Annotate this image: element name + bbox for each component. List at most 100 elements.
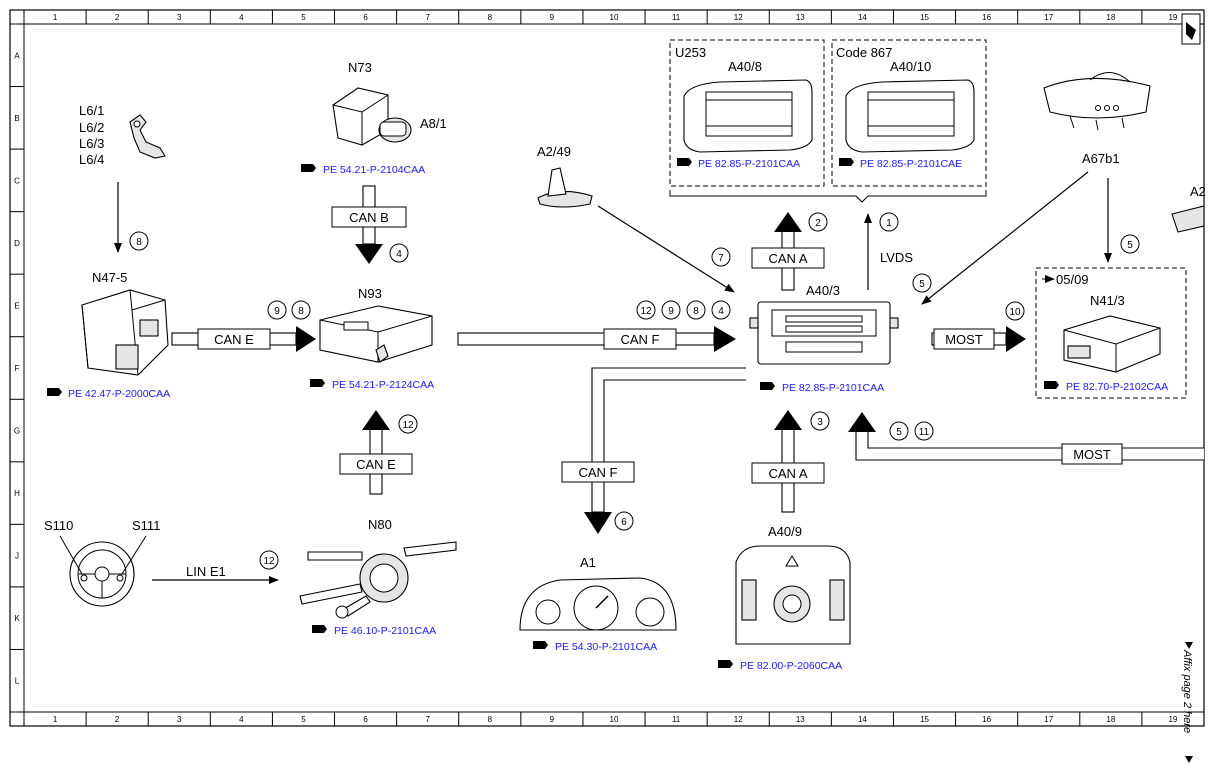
s110-leader	[59, 535, 83, 575]
can-f1-box	[603, 328, 677, 350]
n80-switch-assembly-icon	[299, 541, 457, 619]
callout-8-left: 8	[129, 231, 149, 251]
n73-ref: PE 54.21-P-2104CAA	[323, 164, 425, 176]
row-label: H	[14, 489, 20, 498]
a249-antenna-icon	[537, 167, 593, 208]
s110-label: S110	[44, 518, 73, 533]
svg-text:8: 8	[136, 237, 142, 248]
svg-text:4: 4	[396, 249, 402, 260]
svg-text:12: 12	[640, 306, 652, 317]
n73-ref-icon	[301, 164, 316, 172]
can-e2-box	[339, 453, 413, 475]
svg-text:12: 12	[263, 556, 275, 567]
can-e-vertical-arrow	[362, 410, 390, 495]
l6-3-label: L6/3	[79, 136, 104, 151]
can-f-horizontal-arrow	[457, 326, 736, 352]
a249-to-a403-line	[597, 205, 735, 293]
a409-ref: PE 82.00-P-2060CAA	[740, 660, 842, 672]
callout-5-most-return: 5	[889, 421, 909, 441]
column-label-bottom: 16	[982, 715, 991, 724]
column-label-bottom: 7	[425, 715, 430, 724]
callout-3-cana: 3	[810, 411, 830, 431]
n41-ref: PE 82.70-P-2102CAA	[1066, 381, 1168, 393]
a1-ref-icon	[533, 641, 548, 649]
column-label-bottom: 4	[239, 715, 244, 724]
l6-4-label: L6/4	[79, 152, 104, 167]
svg-text:12: 12	[402, 420, 414, 431]
ruler-ticks	[10, 10, 1205, 726]
n41-date: 05/09	[1056, 272, 1089, 287]
column-label-top: 7	[425, 13, 430, 22]
svg-text:5: 5	[1127, 240, 1133, 251]
column-label-top: 2	[115, 13, 120, 22]
most2-label: MOST	[1073, 447, 1111, 462]
svg-text:10: 10	[1009, 307, 1021, 318]
column-label-bottom: 6	[363, 715, 368, 724]
a40-8-display-icon	[683, 79, 813, 153]
row-label: G	[14, 427, 20, 436]
column-label-bottom: 1	[53, 715, 58, 724]
row-label: F	[15, 364, 20, 373]
can-a2-label: CAN A	[768, 466, 807, 481]
callout-8-canf: 8	[686, 300, 706, 320]
n93-module-icon	[319, 305, 433, 363]
column-label-bottom: 11	[672, 715, 681, 724]
column-label-top: 11	[672, 13, 681, 22]
column-label-bottom: 3	[177, 715, 182, 724]
n47-module-icon	[81, 289, 169, 376]
code867-sub-label: A40/10	[890, 59, 931, 74]
n73-ignition-switch-icon	[332, 87, 412, 146]
n47-ref: PE 42.47-P-2000CAA	[68, 388, 170, 400]
code867-label: Code 867	[836, 45, 892, 60]
a409-ref-icon	[718, 660, 733, 668]
s111-leader	[121, 535, 147, 575]
row-label: L	[15, 677, 20, 686]
a67b1-camera-icon	[1043, 72, 1151, 131]
most1-label: MOST	[945, 332, 983, 347]
most1-box	[933, 328, 995, 350]
can-f-elbow-arrow	[584, 367, 746, 534]
l6-1-label: L6/1	[79, 103, 104, 118]
can-f2-box	[561, 461, 635, 483]
can-f1-label: CAN F	[621, 332, 660, 347]
can-e1-label: CAN E	[214, 332, 254, 347]
n47-ref-icon	[47, 388, 62, 396]
display-group-brace	[669, 190, 987, 203]
column-label-top: 9	[550, 13, 555, 22]
callout-4-canb: 4	[389, 243, 409, 263]
column-label-top: 4	[239, 13, 244, 22]
n41-module-icon	[1063, 315, 1161, 373]
lvds-label: LVDS	[880, 250, 913, 265]
a67b1-label: A67b1	[1082, 151, 1120, 166]
drawing-frame	[9, 9, 1205, 727]
row-label: D	[14, 239, 20, 248]
column-label-bottom: 18	[1106, 715, 1115, 724]
svg-text:11: 11	[919, 427, 930, 438]
can-b-box	[331, 206, 407, 228]
svg-text:5: 5	[896, 427, 902, 438]
l6-sensor-icon	[129, 114, 166, 159]
row-label: E	[14, 301, 19, 310]
callout-9-cane: 9	[267, 300, 287, 320]
callout-10-most: 10	[1005, 301, 1025, 321]
svg-text:5: 5	[919, 279, 925, 290]
row-label: K	[14, 614, 20, 623]
affix-arrow-top-icon	[1185, 642, 1193, 649]
svg-text:8: 8	[693, 306, 699, 317]
a2-cut-label: A2	[1190, 184, 1206, 199]
callout-12-n80: 12	[398, 414, 418, 434]
column-label-top: 14	[858, 13, 867, 22]
n41-label: N41/3	[1090, 293, 1125, 308]
svg-text:8: 8	[298, 306, 304, 317]
column-label-top: 12	[734, 13, 743, 22]
svg-text:2: 2	[815, 218, 821, 229]
a249-label: A2/49	[537, 144, 571, 159]
a403-label: A40/3	[806, 283, 840, 298]
a2-cut-icon	[1171, 205, 1205, 233]
column-label-bottom: 19	[1168, 715, 1177, 724]
column-label-top: 5	[301, 13, 306, 22]
can-b-label: CAN B	[349, 210, 389, 225]
